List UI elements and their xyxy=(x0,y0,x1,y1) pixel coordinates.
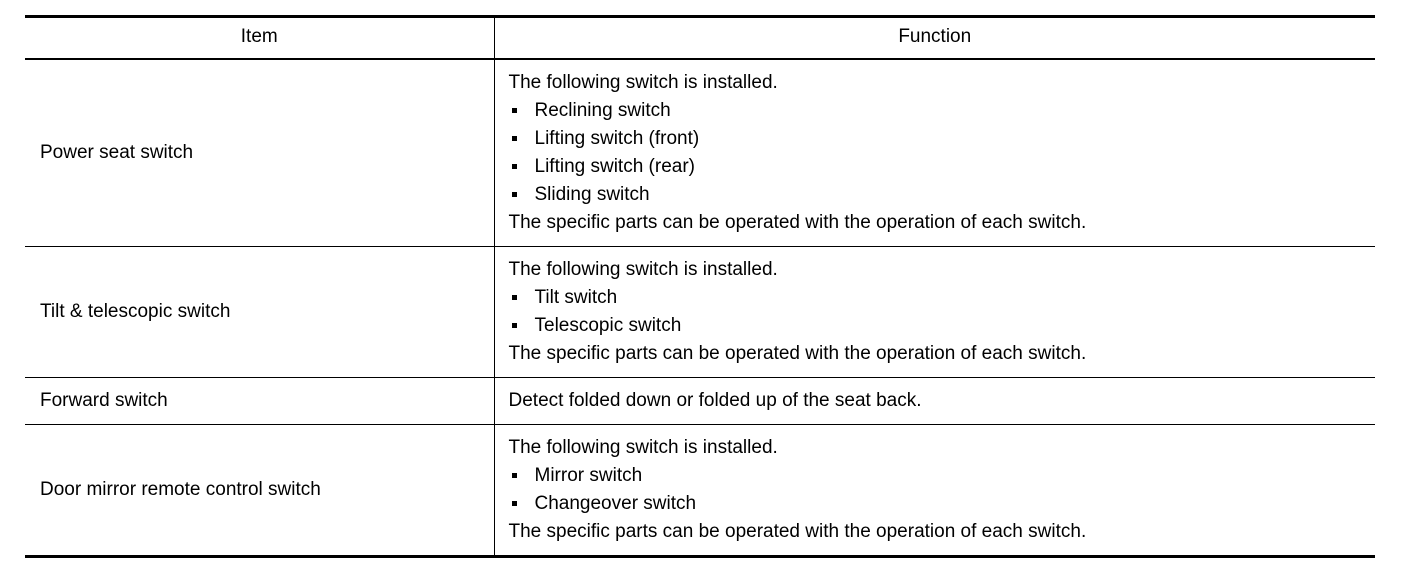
list-item-label: Reclining switch xyxy=(534,100,671,121)
column-header-item: Item xyxy=(25,15,495,60)
cell-item: Tilt & telescopic switch xyxy=(25,246,495,378)
list-item: Mirror switch xyxy=(509,462,1366,490)
cell-item: Power seat switch xyxy=(25,59,495,247)
function-outro-text: The specific parts can be operated with … xyxy=(508,521,1087,542)
bullet-icon xyxy=(511,108,517,113)
bullet-icon xyxy=(511,295,517,300)
bullet-icon xyxy=(511,136,517,141)
list-item: Tilt switch xyxy=(509,284,1366,312)
cell-function: Detect folded down or folded up of the s… xyxy=(494,377,1375,425)
list-item-label: Lifting switch (front) xyxy=(534,128,700,149)
list-item: Sliding switch xyxy=(509,181,1366,209)
list-item: Telescopic switch xyxy=(509,312,1366,340)
bullet-icon xyxy=(511,323,517,328)
cell-item: Forward switch xyxy=(25,377,495,425)
list-item: Lifting switch (front) xyxy=(509,125,1366,153)
function-intro-text: Detect folded down or folded up of the s… xyxy=(508,390,922,411)
list-item-label: Lifting switch (rear) xyxy=(534,156,696,177)
bullet-icon xyxy=(511,164,517,169)
bullet-icon xyxy=(511,192,517,197)
function-outro-text: The specific parts can be operated with … xyxy=(508,343,1087,364)
list-item-label: Telescopic switch xyxy=(534,315,682,336)
bullet-icon xyxy=(511,473,517,478)
list-item: Reclining switch xyxy=(509,97,1366,125)
column-header-function: Function xyxy=(494,15,1375,60)
bullet-icon xyxy=(511,501,517,506)
list-item-label: Changeover switch xyxy=(534,493,697,514)
list-item-label: Tilt switch xyxy=(534,287,618,308)
cell-function: The following switch is installed. Tilt s… xyxy=(494,246,1375,378)
table-row: Forward switch Detect folded down or fold… xyxy=(25,377,1375,425)
cell-function: The following switch is installed. Reclin… xyxy=(494,59,1375,247)
table-header-row: Item Function xyxy=(25,15,1375,60)
cell-item: Door mirror remote control switch xyxy=(25,424,495,558)
function-intro-text: The following switch is installed. xyxy=(508,437,778,458)
list-item-label: Mirror switch xyxy=(534,465,643,486)
cell-function: The following switch is installed. Mirror… xyxy=(494,424,1375,558)
list-item-label: Sliding switch xyxy=(534,184,650,205)
function-intro-text: The following switch is installed. xyxy=(508,72,778,93)
function-intro-text: The following switch is installed. xyxy=(508,259,778,280)
table-header: Item Function xyxy=(25,15,1375,60)
list-item: Lifting switch (rear) xyxy=(509,153,1366,181)
function-outro-text: The specific parts can be operated with … xyxy=(508,212,1087,233)
list-item: Changeover switch xyxy=(509,490,1366,518)
